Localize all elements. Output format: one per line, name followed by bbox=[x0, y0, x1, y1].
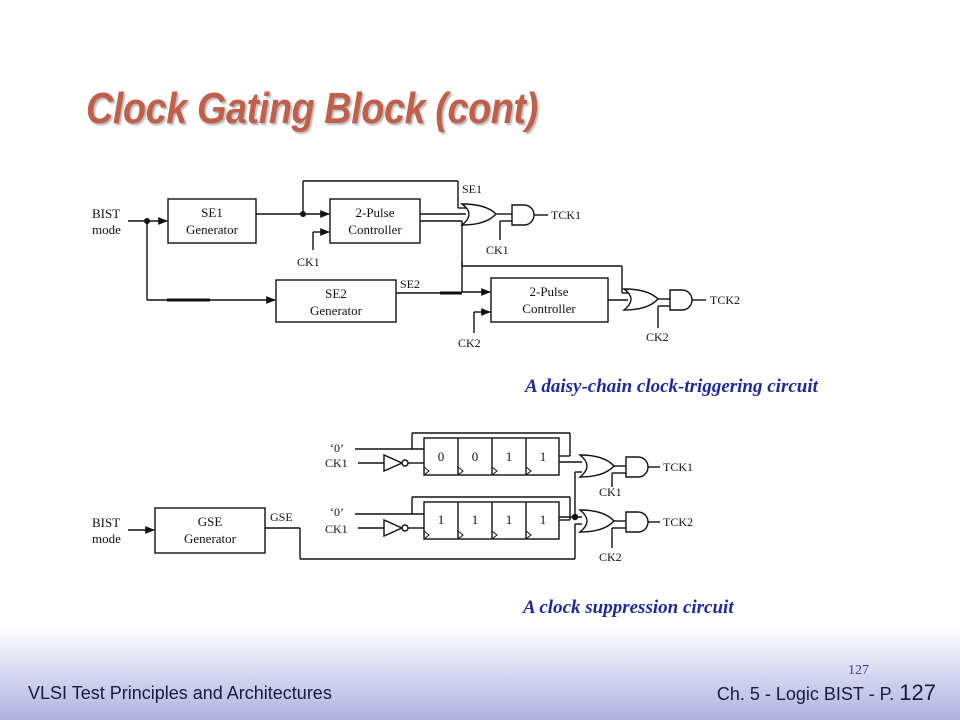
footer-chapter-page: Ch. 5 - Logic BIST - P. 127 bbox=[717, 680, 936, 706]
gse-generator-box bbox=[154, 507, 266, 554]
circuit-diagram: BIST mode SE1 Generator 2-Pulse Controll… bbox=[92, 180, 740, 564]
pulse-controller-2-label-2: Controller bbox=[522, 301, 576, 316]
ck2-label: CK2 bbox=[458, 336, 481, 350]
zero-input-label: ‘0’ bbox=[330, 505, 344, 519]
ck1-input-label: CK1 bbox=[325, 456, 348, 470]
or-gate-3 bbox=[577, 454, 615, 478]
or-gate-4 bbox=[577, 509, 615, 533]
slide-number-small: 127 bbox=[848, 663, 869, 678]
or-gate-2 bbox=[621, 288, 659, 311]
tck1-label: TCK1 bbox=[551, 208, 581, 222]
pulse-controller-2-box bbox=[490, 277, 609, 323]
or-gate-1 bbox=[459, 203, 497, 226]
pulse-controller-2-label: 2-Pulse bbox=[530, 284, 569, 299]
bist-label: BIST bbox=[92, 515, 120, 530]
register-2-bit: 1 bbox=[438, 512, 445, 527]
gse-signal-label: GSE bbox=[270, 510, 293, 524]
ck1-gate-label: CK1 bbox=[599, 485, 622, 499]
gse-generator-label-2: Generator bbox=[184, 531, 237, 546]
junction-dot bbox=[300, 211, 306, 217]
register-2-bit: 1 bbox=[472, 512, 479, 527]
and-gate-2 bbox=[669, 289, 693, 311]
ck1-input-label: CK1 bbox=[325, 522, 348, 536]
se1-generator-label-2: Generator bbox=[186, 222, 239, 237]
tck2-label: TCK2 bbox=[663, 515, 693, 529]
register-1-bit: 1 bbox=[506, 449, 513, 464]
se2-signal-label: SE2 bbox=[400, 277, 420, 291]
caption-daisy-chain: A daisy-chain clock-triggering circuit bbox=[525, 376, 818, 397]
and-gate-1 bbox=[511, 204, 535, 226]
inverter-2 bbox=[383, 518, 404, 538]
tck2-label: TCK2 bbox=[710, 293, 740, 307]
ck2-gate-label: CK2 bbox=[599, 550, 622, 564]
junction-dot bbox=[144, 218, 150, 224]
daisy-chain-circuit bbox=[128, 180, 706, 333]
ck1-label: CK1 bbox=[297, 255, 320, 269]
pulse-controller-1-label: 2-Pulse bbox=[356, 205, 395, 220]
pulse-controller-1-label-2: Controller bbox=[348, 222, 402, 237]
register-1-bit: 0 bbox=[438, 449, 445, 464]
mode-label: mode bbox=[92, 222, 121, 237]
and-gate-4 bbox=[625, 511, 649, 533]
se1-signal-label: SE1 bbox=[462, 182, 482, 196]
junction-dot bbox=[571, 513, 579, 521]
se1-generator-box bbox=[167, 198, 257, 244]
bist-label: BIST bbox=[92, 206, 120, 221]
footer-chapter: Ch. 5 - Logic BIST - P. bbox=[716, 684, 895, 704]
mode-label: mode bbox=[92, 531, 121, 546]
se2-generator-box bbox=[275, 279, 397, 323]
inverter-1 bbox=[383, 453, 404, 473]
ck1-label: CK1 bbox=[486, 243, 509, 257]
se2-generator-label: SE2 bbox=[325, 286, 347, 301]
footer-course-title: VLSI Test Principles and Architectures bbox=[28, 683, 332, 703]
ck2-label: CK2 bbox=[646, 330, 669, 344]
clock-suppression-circuit bbox=[128, 432, 660, 560]
register-1-bit: 1 bbox=[540, 449, 547, 464]
caption-clock-suppression: A clock suppression circuit bbox=[523, 597, 734, 618]
se1-generator-label: SE1 bbox=[201, 205, 223, 220]
register-1-bit: 0 bbox=[472, 449, 479, 464]
se2-generator-label-2: Generator bbox=[310, 303, 363, 318]
zero-input-label: ‘0’ bbox=[330, 441, 344, 455]
and-gate-3 bbox=[625, 456, 649, 478]
register-2-bit: 1 bbox=[540, 512, 547, 527]
register-2-bit: 1 bbox=[506, 512, 513, 527]
footer-page-number: 127 bbox=[899, 680, 936, 705]
gse-generator-label: GSE bbox=[198, 514, 223, 529]
pulse-controller-1-box bbox=[329, 198, 421, 244]
tck1-label: TCK1 bbox=[663, 460, 693, 474]
footer-band bbox=[0, 628, 960, 720]
slide-title: Clock Gating Block (cont) bbox=[86, 84, 538, 133]
